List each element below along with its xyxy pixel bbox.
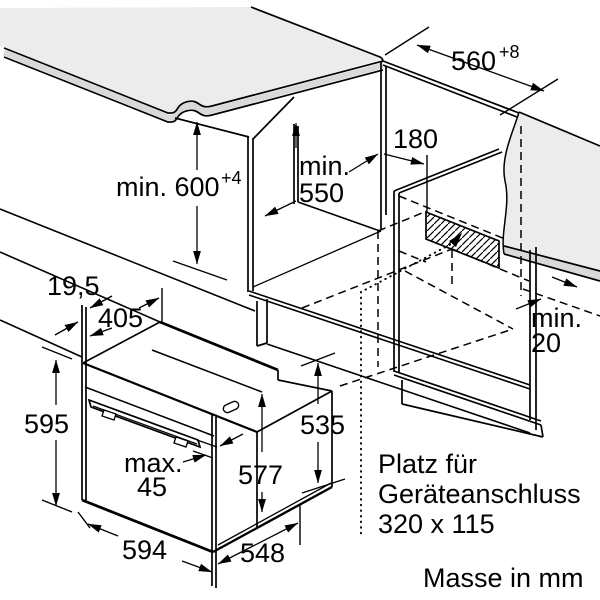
dimensions — [41, 26, 578, 573]
niche-floor-edge — [248, 290, 531, 434]
dim-niche-width-label: 560 — [451, 46, 496, 76]
dim-rear-gap-label-1: min. — [531, 303, 582, 333]
dim-rear-gap-label-2: 20 — [531, 328, 561, 358]
dim-handle-depth-label-2: 45 — [137, 472, 167, 502]
dim-niche-height-label: min. 600 — [116, 172, 220, 202]
dim-rear-offset — [383, 153, 425, 165]
connection-hatch — [425, 210, 500, 270]
dim-oven-width — [77, 511, 213, 573]
dim-handle-depth-label-1: max. — [124, 448, 183, 478]
dim-front-overhang — [54, 295, 113, 336]
dim-oven-inner-height-label: 577 — [238, 460, 283, 490]
oven-handle — [87, 398, 202, 449]
connection-area — [425, 155, 500, 270]
dim-niche-height-tol: +4 — [221, 168, 242, 188]
hidden-edges — [301, 126, 600, 387]
back-wall-panel — [503, 112, 600, 281]
labels: min. 600 +4 min. 550 180 560 +8 min. 20 … — [24, 42, 584, 593]
dim-top-recess-label: 405 — [98, 303, 143, 333]
dim-niche-width-tol: +8 — [499, 42, 520, 62]
connection-note-line1: Platz für — [378, 449, 477, 479]
worktop-surface — [0, 7, 383, 114]
connection-note-line3: 320 x 115 — [378, 509, 495, 539]
dim-niche-width — [384, 26, 559, 116]
oven — [81, 305, 333, 588]
right-carcass — [382, 60, 600, 438]
dim-oven-front-height — [41, 346, 73, 513]
tall-cabinet — [174, 62, 387, 347]
dim-handle-depth — [182, 433, 244, 463]
dim-oven-depth-label: 548 — [240, 538, 285, 568]
connection-note-line2: Geräteanschluss — [378, 479, 581, 509]
cabinet-run-lines — [0, 208, 256, 358]
dim-niche-depth-label-2: 550 — [299, 178, 344, 208]
side-grip-hole — [222, 400, 240, 414]
dim-oven-width-label: 594 — [122, 535, 167, 565]
worktop — [0, 6, 384, 123]
dim-oven-side-height — [300, 352, 346, 494]
dim-front-overhang-label: 19,5 — [47, 271, 100, 301]
dim-oven-depth — [217, 504, 301, 565]
dim-niche-depth — [264, 153, 379, 217]
dim-rear-gap — [515, 276, 578, 310]
dim-niche-depth-label-1: min. — [299, 151, 350, 181]
dim-top-recess — [89, 288, 163, 337]
dim-rear-offset-label: 180 — [393, 124, 438, 154]
connection-leader — [360, 233, 462, 539]
dim-oven-side-height-label: 535 — [300, 410, 345, 440]
dim-oven-front-height-label: 595 — [24, 409, 69, 439]
dim-niche-height — [172, 121, 228, 281]
units-note: Masse in mm — [423, 563, 584, 593]
